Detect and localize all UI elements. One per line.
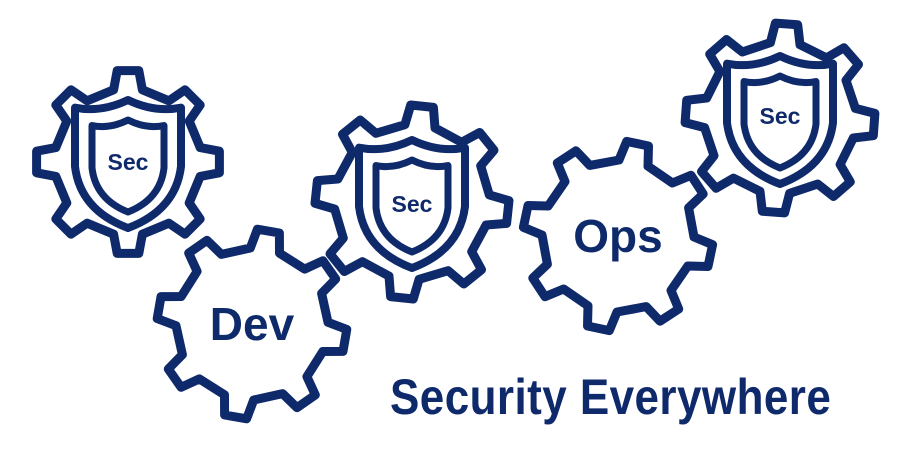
gear-sec-3-shield-outer [723, 52, 837, 188]
gear-sec-2: Sec [310, 100, 514, 304]
tagline: Security Everywhere [390, 369, 832, 425]
gear-dev-label: Dev [210, 298, 295, 350]
gear-sec-1-shield-inner [88, 116, 168, 216]
gear-ops-label: Ops [573, 210, 662, 262]
gear-sec-2-shield-inner [372, 156, 452, 256]
gear-sec-1-outline [32, 66, 224, 258]
gear-sec-2-outline [310, 100, 514, 304]
gear-dev-outline [152, 224, 352, 424]
gear-sec-3-outline [680, 18, 880, 218]
gear-sec-1-shield-outer [71, 96, 185, 232]
gear-sec-2-shield-outer [355, 136, 469, 272]
gear-sec-1-label: Sec [108, 149, 149, 175]
gear-ops-outline [518, 136, 718, 336]
gear-ops: Ops [518, 136, 718, 336]
gear-sec-3-shield-inner [740, 72, 820, 172]
gear-sec-3-label: Sec [760, 103, 801, 129]
gear-sec-1: Sec [32, 66, 224, 258]
gear-dev: Dev [152, 224, 352, 424]
gear-sec-2-label: Sec [392, 191, 433, 217]
gear-sec-3: Sec [680, 18, 880, 218]
